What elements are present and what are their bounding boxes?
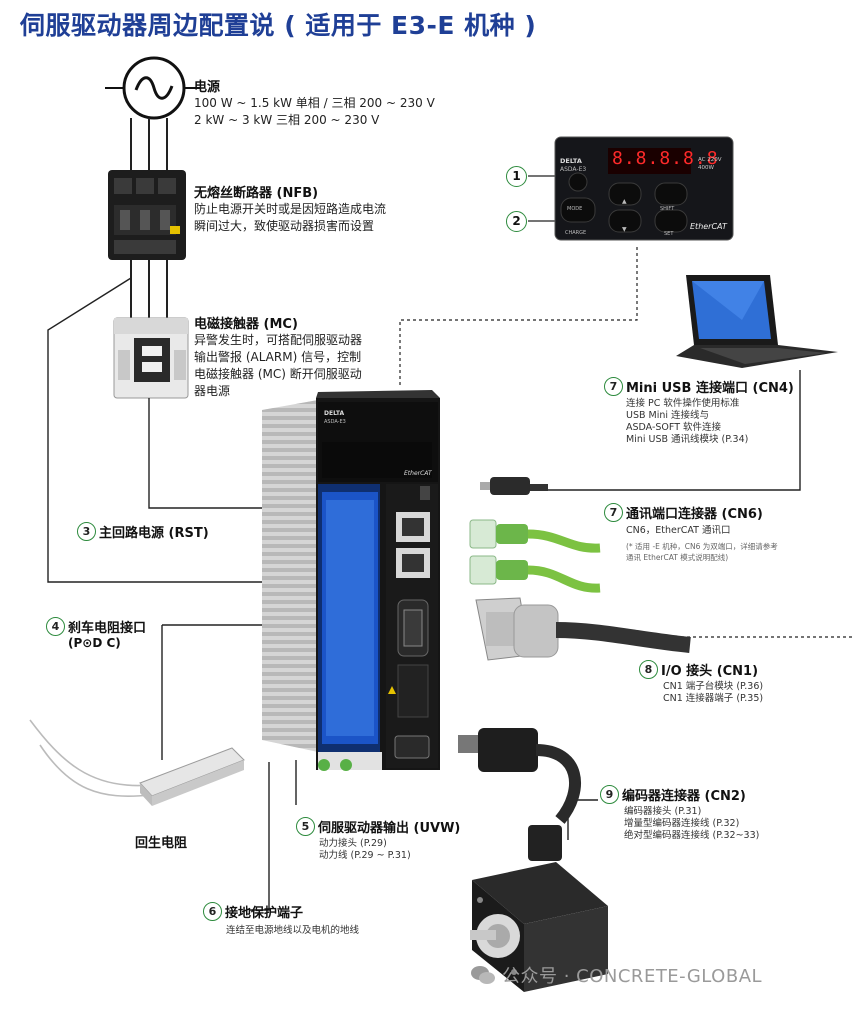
io-line-2: CN1 连接器端子 (P.35)	[663, 693, 764, 704]
io-heading-row: 8 I/O 接头 (CN1)	[639, 660, 763, 679]
power-heading: 电源	[194, 80, 221, 95]
mc-line-1: 异警发生时，可搭配伺服驱动器	[194, 333, 363, 347]
power-block: 电源 100 W ~ 1.5 kW 单相 / 三相 200 ~ 230 V 2 …	[194, 76, 435, 129]
brake-heading: 刹车电阻接口	[68, 621, 147, 636]
nfb-line-2: 瞬间过大，致使驱动器损害而设置	[194, 219, 375, 233]
panel-brand: DELTA	[560, 157, 582, 165]
panel-closeup-image	[554, 136, 734, 241]
panel-callout-1: 1	[506, 166, 527, 187]
uvw-heading: 伺服驱动器输出 (UVW)	[318, 821, 461, 836]
brake-heading-row: 4 刹车电阻接口	[46, 617, 146, 636]
cn2-heading: 编码器连接器 (CN2)	[622, 789, 746, 804]
cn4-heading: Mini USB 连接端口 (CN4)	[626, 381, 794, 396]
panel-key-charge: CHARGE	[565, 230, 587, 236]
cn4-heading-row: 7 Mini USB 连接端口 (CN4)	[604, 377, 794, 396]
braking-resistor-image	[29, 719, 245, 806]
cn4-block: 7 Mini USB 连接端口 (CN4) 连接 PC 软件操作使用标准 USB…	[604, 377, 794, 446]
panel-key-set: SET	[664, 231, 674, 237]
ground-line: 连结至电源地线以及电机的地线	[226, 925, 360, 936]
mc-line-2: 输出警报 (ALARM) 信号，控制	[194, 350, 362, 364]
panel-key-down: ▼	[622, 226, 627, 233]
uvw-number-badge: 5	[296, 817, 315, 836]
servo-motor-image	[470, 825, 608, 992]
cn2-number-badge: 9	[600, 785, 619, 804]
uvw-line-1: 动力接头 (P.29)	[319, 838, 387, 849]
ground-heading: 接地保护端子	[225, 906, 304, 921]
drive-brand: DELTA	[324, 410, 345, 417]
cn2-line-3: 绝对型编码器连接线 (P.32~33)	[624, 830, 760, 841]
cn4-line-3: ASDA-SOFT 软件连接	[626, 422, 722, 433]
cn6-heading: 通讯端口连接器 (CN6)	[626, 507, 763, 522]
mc-line-4: 器电源	[194, 384, 231, 398]
cn6-number-badge: 7	[604, 503, 623, 522]
panel-key-shift: SHIFT	[660, 206, 675, 212]
cn2-heading-row: 9 编码器连接器 (CN2)	[600, 785, 759, 804]
brake-sub: (P⊙D C)	[68, 636, 121, 650]
brake-block: 4 刹车电阻接口 (P⊙D C)	[46, 617, 146, 650]
encoder-connector-image	[458, 728, 581, 824]
mc-contactor-image	[113, 317, 189, 399]
panel-key-mode: MODE	[567, 206, 583, 212]
power-wires	[130, 118, 168, 320]
cn4-line-2: USB Mini 连接线与	[626, 410, 710, 421]
rst-number-badge: 3	[77, 522, 96, 541]
ground-heading-row: 6 接地保护端子	[203, 902, 359, 921]
cn6-block: 7 通讯端口连接器 (CN6) CN6，EtherCAT 通讯口 (* 适用 -…	[604, 503, 778, 563]
rst-label: 3 主回路电源 (RST)	[77, 522, 209, 541]
power-line-1: 100 W ~ 1.5 kW 单相 / 三相 200 ~ 230 V	[194, 96, 435, 110]
laptop-image	[676, 275, 838, 368]
cn4-line-1: 连接 PC 软件操作使用标准	[626, 398, 740, 409]
watermark: 公众号 · CONCRETE-GLOBAL	[470, 962, 762, 988]
panel-callout-2: 2	[506, 211, 527, 232]
nfb-line-1: 防止电源开关时或是因短路造成电流	[194, 202, 387, 216]
usb-cable-image	[480, 477, 548, 495]
power-line-2: 2 kW ~ 3 kW 三相 200 ~ 230 V	[194, 113, 380, 127]
panel-ethercat-logo: EtherCAT	[690, 222, 727, 231]
page-title: 伺服驱动器周边配置说 ( 适用于 E3-E 机种 )	[20, 11, 537, 40]
cn2-line-1: 编码器接头 (P.31)	[624, 806, 702, 817]
mc-block: 电磁接触器 (MC) 异警发生时，可搭配伺服驱动器 输出警报 (ALARM) 信…	[194, 313, 362, 400]
drive-model: ASDA-E3	[324, 419, 346, 425]
wechat-icon	[470, 964, 496, 986]
nfb-breaker-image	[108, 170, 186, 260]
cn6-line: CN6，EtherCAT 通讯口	[626, 525, 731, 536]
io-block: 8 I/O 接头 (CN1) CN1 端子台模块 (P.36) CN1 连接器端…	[639, 660, 763, 705]
cn6-note-2: 通讯 EtherCAT 模式说明配线)	[626, 553, 729, 562]
io-connector-image	[475, 597, 691, 661]
io-line-1: CN1 端子台模块 (P.36)	[663, 681, 764, 692]
watermark-text: 公众号 · CONCRETE-GLOBAL	[502, 966, 763, 987]
mc-line-3: 电磁接触器 (MC) 断开伺服驱动	[194, 367, 362, 381]
cn6-heading-row: 7 通讯端口连接器 (CN6)	[604, 503, 778, 522]
panel-rating: AC 220V 400W	[698, 157, 722, 171]
rst-heading: 主回路电源 (RST)	[99, 526, 209, 541]
ac-source-icon	[105, 56, 200, 120]
uvw-line-2: 动力线 (P.29 ~ P.31)	[319, 850, 411, 861]
servo-drive-image	[262, 390, 440, 771]
panel-led-display: 8.8.8.8.8	[612, 148, 719, 169]
ethercat-cable-image	[469, 519, 601, 593]
drive-ethercat-logo: EtherCAT	[404, 470, 432, 477]
mc-heading: 电磁接触器 (MC)	[194, 317, 298, 332]
cn2-line-2: 增量型编码器连接线 (P.32)	[624, 818, 740, 829]
io-heading: I/O 接头 (CN1)	[661, 664, 759, 679]
ground-number-badge: 6	[203, 902, 222, 921]
io-number-badge: 8	[639, 660, 658, 679]
uvw-heading-row: 5 伺服驱动器输出 (UVW)	[296, 817, 460, 836]
panel-model: ASDA-E3	[560, 166, 587, 173]
cn2-block: 9 编码器连接器 (CN2) 编码器接头 (P.31) 增量型编码器连接线 (P…	[600, 785, 759, 842]
nfb-heading: 无熔丝断路器 (NFB)	[194, 186, 319, 201]
cn4-number-badge: 7	[604, 377, 623, 396]
nfb-block: 无熔丝断路器 (NFB) 防止电源开关时或是因短路造成电流 瞬间过大，致使驱动器…	[194, 182, 386, 235]
panel-key-up: ▲	[622, 198, 627, 205]
resistor-label: 回生电阻	[135, 836, 188, 851]
cn6-note-1: (* 适用 -E 机种，CN6 为双端口，详细请参考	[626, 542, 778, 551]
ground-block: 6 接地保护端子 连结至电源地线以及电机的地线	[203, 902, 359, 937]
cn4-line-4: Mini USB 通讯线模块 (P.34)	[626, 434, 749, 445]
uvw-block: 5 伺服驱动器输出 (UVW) 动力接头 (P.29) 动力线 (P.29 ~ …	[296, 817, 460, 862]
brake-number-badge: 4	[46, 617, 65, 636]
